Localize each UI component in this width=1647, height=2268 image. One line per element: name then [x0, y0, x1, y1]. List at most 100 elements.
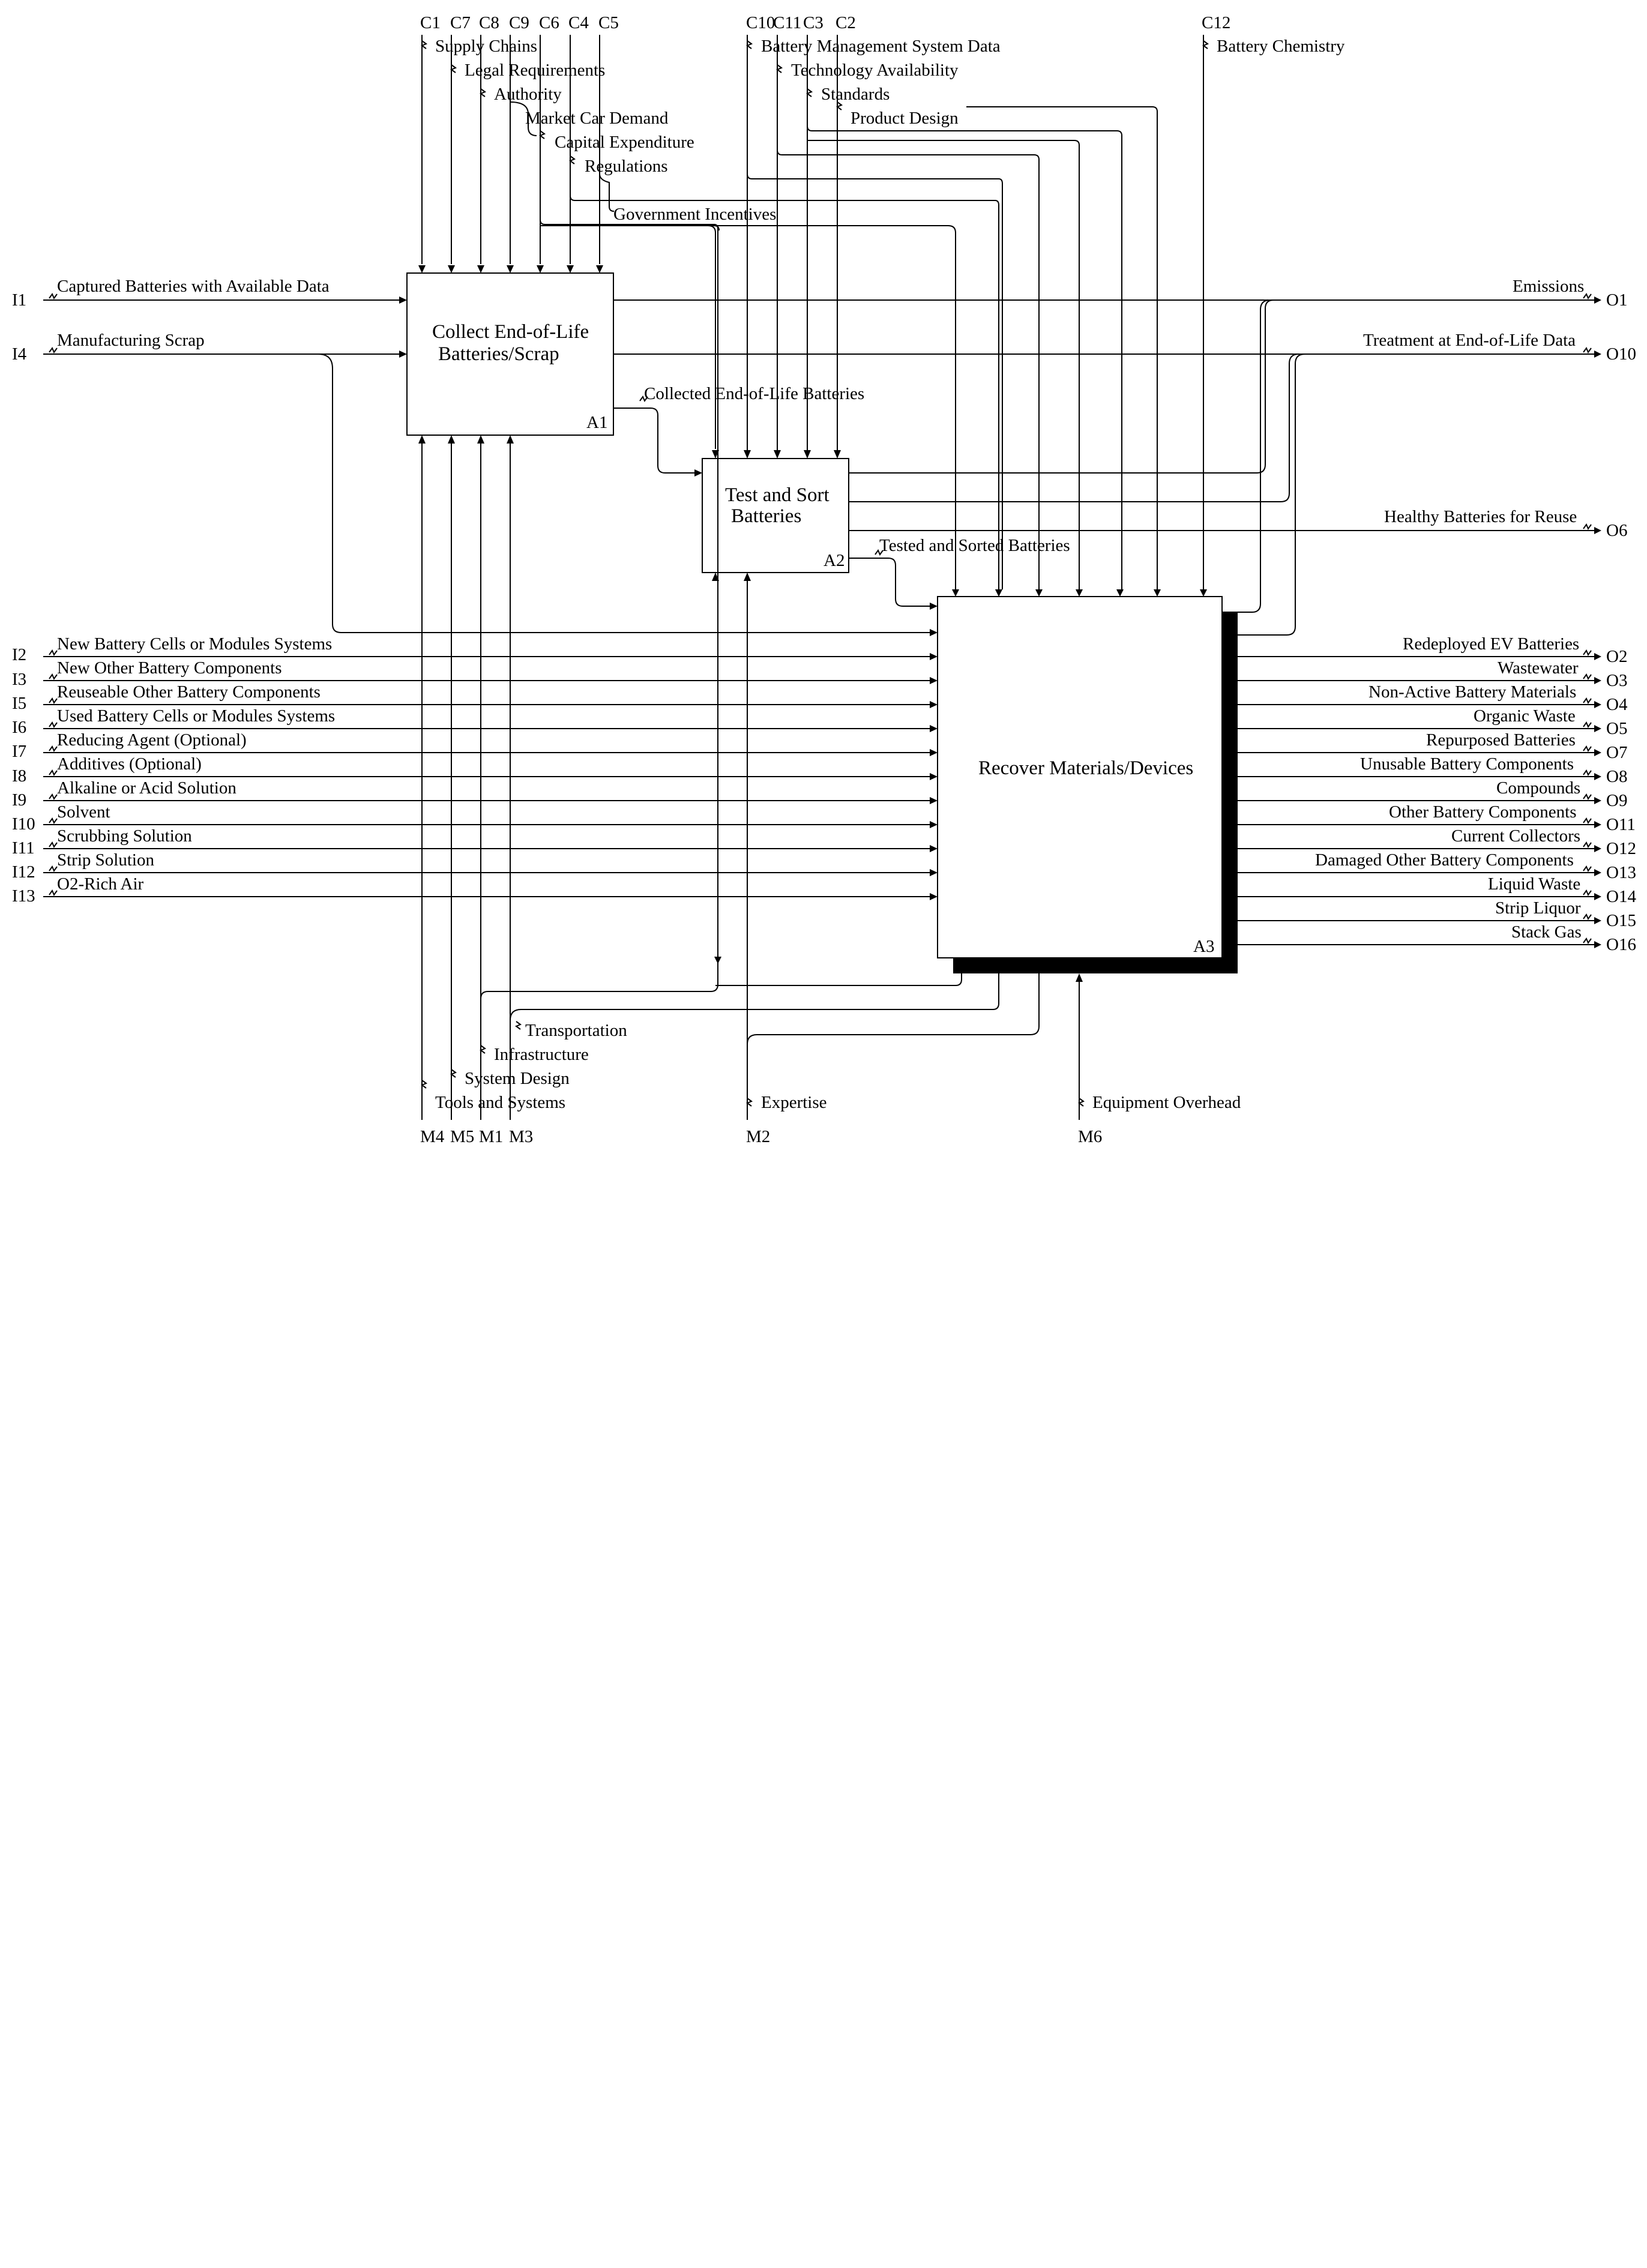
- mechanism-m3[interactable]: M3 Transportation: [507, 435, 1002, 1146]
- control-c2[interactable]: C2 Product Design: [807, 13, 1161, 597]
- input-i12[interactable]: I12 Strip Solution: [12, 850, 938, 882]
- output-o16[interactable]: Stack Gas O16: [1238, 922, 1636, 954]
- input-i2[interactable]: I2 New Battery Cells or Modules Systems: [12, 634, 938, 664]
- input-i6[interactable]: I6 Used Battery Cells or Modules Systems: [12, 706, 938, 737]
- input-i11[interactable]: I11 Scrubbing Solution: [12, 826, 938, 858]
- box-a3-node: A3: [1193, 937, 1214, 956]
- mechanism-m2[interactable]: M2 Expertise: [744, 573, 1043, 1146]
- output-o7-label: Repurposed Batteries: [1426, 730, 1576, 750]
- input-i12-label: Strip Solution: [57, 850, 154, 870]
- control-c10-label: Battery Management System Data: [761, 37, 1001, 56]
- mechanism-m1[interactable]: M1 Infrastructure: [477, 435, 965, 1146]
- output-o6[interactable]: Healthy Batteries for Reuse O6: [849, 507, 1627, 540]
- output-o5-label: Organic Waste: [1474, 706, 1576, 726]
- output-o16-label: Stack Gas: [1511, 922, 1582, 942]
- input-i9[interactable]: I9 Alkaline or Acid Solution: [12, 778, 938, 810]
- control-c6[interactable]: C6 Capital Expenditure: [537, 13, 721, 964]
- box-a2[interactable]: Test and Sort Batteries A2: [702, 458, 849, 573]
- input-i11-code: I11: [12, 838, 35, 858]
- input-i2-code: I2: [12, 645, 26, 664]
- input-i1[interactable]: I1 Captured Batteries with Available Dat…: [12, 277, 407, 310]
- output-o12[interactable]: Current Collectors O12: [1238, 826, 1636, 858]
- output-o15-label: Strip Liquor: [1495, 898, 1581, 918]
- output-o15[interactable]: Strip Liquor O15: [1238, 898, 1636, 930]
- controls: C1 Supply Chains C7 Legal Requirements C…: [418, 13, 1345, 964]
- output-o2[interactable]: Redeployed EV Batteries O2: [1238, 634, 1627, 666]
- output-o13[interactable]: Damaged Other Battery Components O13: [1238, 850, 1636, 882]
- output-o8[interactable]: Unusable Battery Components O8: [1238, 754, 1627, 786]
- control-c8[interactable]: C8 Authority: [477, 13, 562, 273]
- input-i8[interactable]: I8 Additives (Optional): [12, 754, 938, 786]
- mechanism-m4[interactable]: M4 Tools and Systems: [418, 435, 565, 1146]
- output-o7-code: O7: [1606, 743, 1627, 762]
- box-a1-title-line2: Batteries/Scrap: [438, 343, 559, 365]
- output-o9-label: Compounds: [1496, 778, 1580, 798]
- outputs: Emissions O1 Treatment at End-of-Life Da…: [613, 277, 1636, 954]
- control-c11-code: C11: [773, 13, 801, 32]
- output-o11[interactable]: Other Battery Components O11: [1238, 802, 1636, 834]
- input-i8-label: Additives (Optional): [57, 754, 202, 774]
- control-c6-label: Capital Expenditure: [555, 133, 694, 152]
- input-i13-code: I13: [12, 886, 35, 906]
- box-a3[interactable]: Recover Materials/Devices A3: [937, 596, 1238, 973]
- control-c8-code: C8: [479, 13, 499, 32]
- control-c5-label: Government Incentives: [613, 205, 776, 224]
- arrow-collected-label: Collected End-of-Life Batteries: [644, 384, 864, 403]
- input-i4[interactable]: I4 Manufacturing Scrap: [12, 331, 938, 636]
- output-o10-code: O10: [1606, 344, 1636, 364]
- control-c9-code: C9: [509, 13, 529, 32]
- control-c5[interactable]: C5 Government Incentives: [540, 13, 959, 597]
- output-o1[interactable]: Emissions O1: [613, 277, 1627, 613]
- output-o9[interactable]: Compounds O9: [1238, 778, 1627, 810]
- input-i13[interactable]: I13 O2-Rich Air: [12, 874, 938, 906]
- box-a2-title-line1: Test and Sort: [725, 484, 830, 506]
- input-i5[interactable]: I5 Reuseable Other Battery Components: [12, 682, 938, 713]
- output-o5[interactable]: Organic Waste O5: [1238, 706, 1627, 738]
- control-c10[interactable]: C10 Battery Management System Data: [744, 13, 1003, 597]
- output-o13-label: Damaged Other Battery Components: [1315, 850, 1574, 870]
- output-o3[interactable]: Wastewater O3: [1238, 658, 1627, 690]
- output-o2-label: Redeployed EV Batteries: [1403, 634, 1579, 654]
- control-c2-label: Product Design: [851, 109, 959, 128]
- arrow-tested[interactable]: Tested and Sorted Batteries: [849, 536, 1070, 610]
- arrow-collected[interactable]: Collected End-of-Life Batteries: [613, 384, 864, 477]
- mechanism-m5-label: System Design: [465, 1069, 570, 1088]
- input-i8-code: I8: [12, 766, 26, 786]
- control-c12[interactable]: C12 Battery Chemistry: [1200, 13, 1345, 597]
- output-o12-code: O12: [1606, 839, 1636, 858]
- box-a1-node: A1: [586, 413, 607, 432]
- output-o4-code: O4: [1606, 695, 1628, 714]
- input-i7[interactable]: I7 Reducing Agent (Optional): [12, 730, 938, 761]
- input-i1-label: Captured Batteries with Available Data: [57, 277, 330, 296]
- output-o16-code: O16: [1606, 935, 1636, 954]
- control-c1-label: Supply Chains: [435, 37, 537, 56]
- internal-arrows: Collected End-of-Life Batteries Tested a…: [613, 384, 1070, 610]
- output-o10[interactable]: Treatment at End-of-Life Data O10: [613, 331, 1636, 636]
- control-c7[interactable]: C7 Legal Requirements: [448, 13, 605, 273]
- input-i5-code: I5: [12, 694, 26, 713]
- control-c4-code: C4: [568, 13, 589, 32]
- control-c3[interactable]: C3 Standards: [803, 13, 1124, 597]
- mechanism-m5-code: M5: [450, 1127, 474, 1146]
- input-i2-label: New Battery Cells or Modules Systems: [57, 634, 332, 654]
- control-c7-label: Legal Requirements: [465, 61, 605, 80]
- output-o4[interactable]: Non-Active Battery Materials O4: [1238, 682, 1628, 714]
- input-i10[interactable]: I10 Solvent: [12, 802, 938, 834]
- control-c1[interactable]: C1 Supply Chains: [418, 13, 537, 273]
- control-c9[interactable]: C9 Market Car Demand: [507, 13, 669, 273]
- output-o7[interactable]: Repurposed Batteries O7: [1238, 730, 1627, 762]
- mechanism-m6[interactable]: M6 Equipment Overhead: [1076, 973, 1241, 1146]
- output-o14[interactable]: Liquid Waste O14: [1238, 874, 1636, 906]
- box-a1[interactable]: Collect End-of-Life Batteries/Scrap A1: [406, 272, 614, 436]
- control-c6-code: C6: [539, 13, 559, 32]
- input-i3[interactable]: I3 New Other Battery Components: [12, 658, 938, 689]
- mechanism-m5[interactable]: M5 System Design: [448, 435, 570, 1146]
- input-i12-code: I12: [12, 862, 35, 882]
- input-i4-code: I4: [12, 344, 27, 364]
- control-c11[interactable]: C11 Technology Availability: [773, 13, 1043, 597]
- mechanism-m3-code: M3: [509, 1127, 533, 1146]
- input-i10-label: Solvent: [57, 802, 110, 822]
- mechanism-m2-code: M2: [746, 1127, 770, 1146]
- output-o5-code: O5: [1606, 719, 1627, 738]
- control-c4[interactable]: C4 Regulations: [567, 13, 1002, 597]
